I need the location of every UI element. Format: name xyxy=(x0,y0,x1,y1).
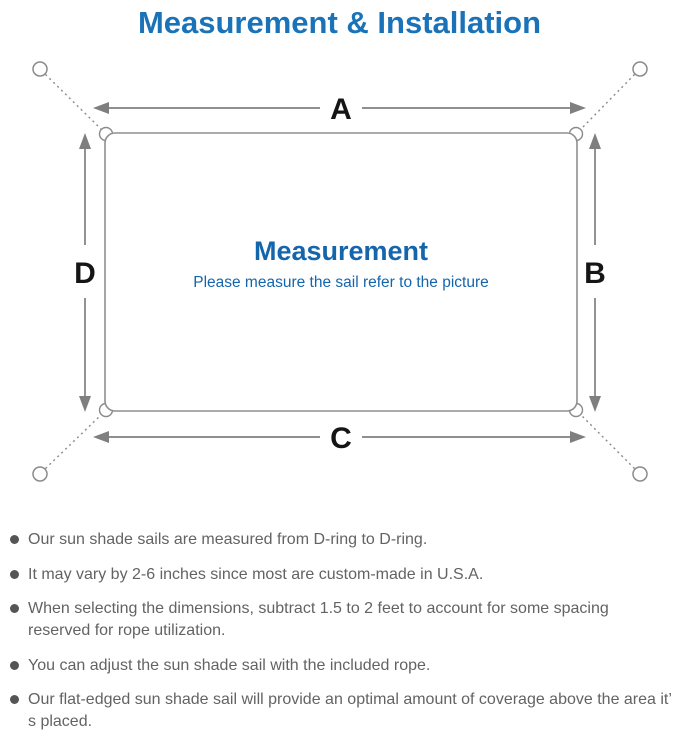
side-label-c: C xyxy=(330,422,352,455)
list-item: Our sun shade sails are measured from D-… xyxy=(10,529,673,551)
list-item: You can adjust the sun shade sail with t… xyxy=(10,655,673,677)
bullet-icon xyxy=(10,660,19,670)
tether-line-bottom-right xyxy=(580,414,635,470)
notes-list: Our sun shade sails are measured from D-… xyxy=(0,529,679,732)
measure-arrow-b xyxy=(589,133,601,413)
diagram-heading: Measurement xyxy=(254,236,428,266)
note-text: When selecting the dimensions, subtract … xyxy=(28,600,609,639)
bullet-icon xyxy=(10,569,19,579)
note-text: Our flat-edged sun shade sail will provi… xyxy=(28,691,672,730)
note-text: Our sun shade sails are measured from D-… xyxy=(28,531,428,549)
note-text: It may vary by 2-6 inches since most are… xyxy=(28,565,484,583)
measure-arrow-d xyxy=(79,133,91,413)
anchor-point-icon-top-right xyxy=(632,61,648,77)
anchor-point-icon-top-left xyxy=(32,61,48,77)
tether-line-top-left xyxy=(45,74,102,130)
measurement-installation-page: Measurement & Installation A xyxy=(0,4,679,743)
list-item: When selecting the dimensions, subtract … xyxy=(10,598,673,641)
anchor-point-icon-bottom-right xyxy=(632,466,648,482)
diagram-subheading: Please measure the sail refer to the pic… xyxy=(193,274,489,291)
list-item: Our flat-edged sun shade sail will provi… xyxy=(10,689,673,732)
bullet-icon xyxy=(10,695,19,705)
list-item: It may vary by 2-6 inches since most are… xyxy=(10,564,673,586)
side-label-d: D xyxy=(74,257,96,290)
page-title: Measurement & Installation xyxy=(137,5,542,40)
measure-arrow-c xyxy=(93,431,586,444)
tether-line-bottom-left xyxy=(45,414,102,470)
tether-line-top-right xyxy=(580,74,635,130)
measure-arrow-a xyxy=(93,102,586,115)
side-label-a: A xyxy=(330,93,352,126)
anchor-point-icon-bottom-left xyxy=(32,466,48,482)
bullet-icon xyxy=(10,604,19,614)
side-label-b: B xyxy=(584,257,606,290)
note-text: You can adjust the sun shade sail with t… xyxy=(28,656,431,674)
measurement-diagram: A C D B Measurement Please measure the s… xyxy=(32,61,648,482)
bullet-icon xyxy=(10,535,19,545)
sail-outline xyxy=(104,132,578,412)
